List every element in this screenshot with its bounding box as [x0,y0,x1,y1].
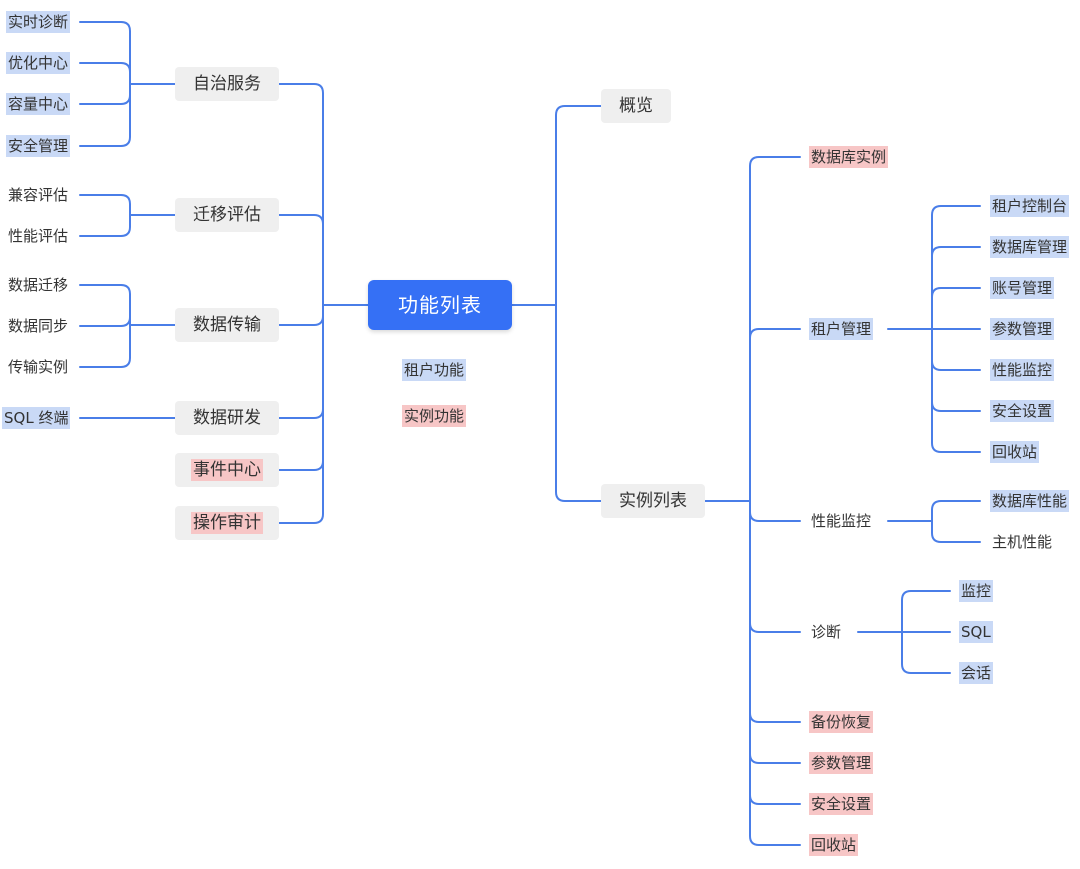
leaf-data-sync[interactable]: 数据同步 [8,317,69,335]
connector-edge [79,194,131,216]
connector-edge [931,360,981,371]
branch-operation-audit[interactable]: 操作审计 [175,506,279,540]
branch-event-center[interactable]: 事件中心 [175,453,279,487]
perf-database-performance[interactable]: 数据库性能 [990,490,1070,512]
connector-edge [79,214,131,237]
item-parameter-management[interactable]: 参数管理 [809,752,874,774]
item-security-settings[interactable]: 安全设置 [809,793,874,815]
connector-edge [749,794,801,805]
connector-edge [79,21,131,85]
branch-instance-list[interactable]: 实例列表 [601,484,705,518]
connector-edge [79,94,131,105]
connector-edge [931,205,981,330]
branch-autonomy-service[interactable]: 自治服务 [175,67,279,101]
connector-edge [901,631,951,674]
connector-edge [79,324,131,368]
tenant-recycle-bin[interactable]: 回收站 [990,441,1040,463]
root-node-feature-list[interactable]: 功能列表 [368,280,512,330]
connector-edge [931,520,981,543]
connector-edge [901,590,951,633]
connector-edge [931,246,981,257]
leaf-transfer-instance[interactable]: 传输实例 [8,358,69,376]
connector-edge [555,304,602,502]
connector-edge [278,315,324,326]
branch-overview[interactable]: 概览 [601,89,671,123]
leaf-capacity-center[interactable]: 容量中心 [6,93,71,115]
connector-edge [278,214,324,225]
item-database-instance[interactable]: 数据库实例 [809,146,889,168]
tenant-console[interactable]: 租户控制台 [990,195,1070,217]
diag-sql[interactable]: SQL [959,621,993,643]
item-recycle-bin[interactable]: 回收站 [809,834,859,856]
connector-edge [79,316,131,327]
leaf-compatibility-assessment[interactable]: 兼容评估 [8,186,69,204]
item-tenant-management[interactable]: 租户管理 [809,318,874,340]
leaf-sql-terminal[interactable]: SQL 终端 [2,407,71,429]
leaf-data-migration[interactable]: 数据迁移 [8,276,69,294]
leaf-realtime-diagnosis[interactable]: 实时诊断 [6,11,71,33]
connector-edge [79,62,131,73]
diag-monitoring[interactable]: 监控 [959,580,994,602]
branch-migration-assessment[interactable]: 迁移评估 [175,198,279,232]
connector-edge [931,401,981,412]
connector-edge [278,83,324,306]
connector-edge [555,105,602,306]
branch-data-development[interactable]: 数据研发 [175,401,279,435]
legend-tenant-feature: 租户功能 [402,359,467,381]
connector-edge [278,460,324,471]
item-diagnosis[interactable]: 诊断 [811,623,842,641]
connector-edge [749,712,801,723]
connector-edge [79,284,131,326]
tenant-security-settings[interactable]: 安全设置 [990,400,1055,422]
tenant-performance-monitoring[interactable]: 性能监控 [990,359,1055,381]
tenant-database-management[interactable]: 数据库管理 [990,236,1070,258]
tenant-parameter-management[interactable]: 参数管理 [990,318,1055,340]
legend-instance-feature: 实例功能 [402,405,467,427]
connector-edge [749,511,801,522]
leaf-performance-assessment[interactable]: 性能评估 [8,227,69,245]
connector-edge [278,304,324,524]
connector-edge [931,287,981,298]
connector-edge [749,156,801,502]
tenant-account-management[interactable]: 账号管理 [990,277,1055,299]
connector-edge [931,500,981,522]
leaf-security-management[interactable]: 安全管理 [6,135,71,157]
item-backup-restore[interactable]: 备份恢复 [809,711,874,733]
connector-edge [749,753,801,764]
diag-session[interactable]: 会话 [959,662,994,684]
connector-edge [749,622,801,633]
leaf-optimization-center[interactable]: 优化中心 [6,52,71,74]
perf-host-performance[interactable]: 主机性能 [992,533,1053,551]
branch-data-transfer[interactable]: 数据传输 [175,308,279,342]
connector-edge [79,83,131,147]
item-performance-monitoring[interactable]: 性能监控 [811,512,872,530]
connector-edge [749,328,801,339]
connector-edge [931,328,981,453]
connector-edge [749,500,801,846]
connector-edge [278,408,324,419]
